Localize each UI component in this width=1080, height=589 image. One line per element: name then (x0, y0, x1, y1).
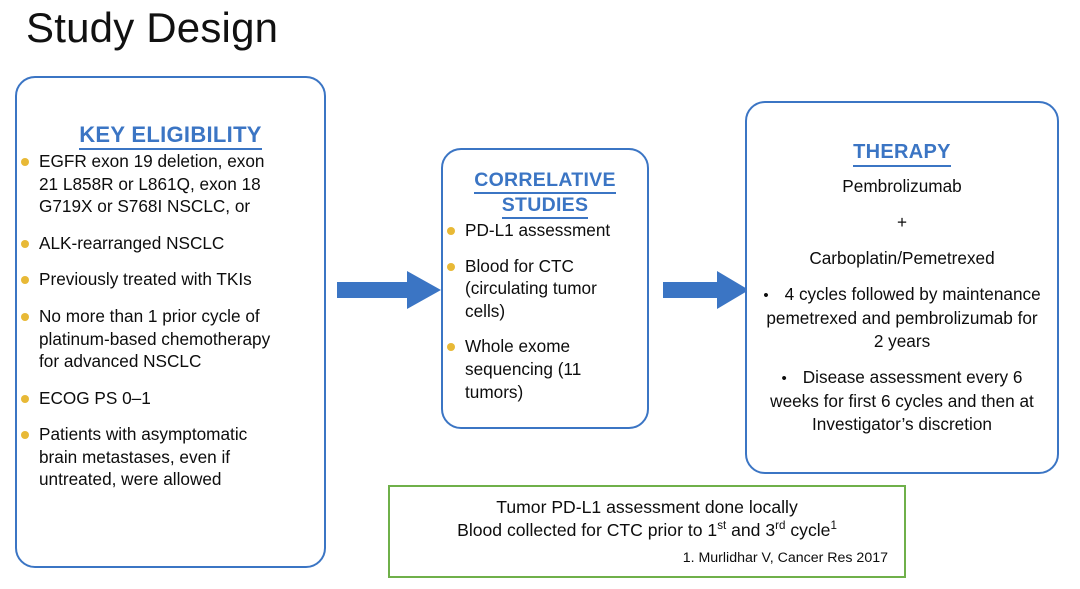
list-item: EGFR exon 19 deletion, exon 21 L858R or … (17, 150, 285, 218)
footnote-line-2-part-2: and 3 (726, 520, 776, 540)
footnote-line-2-part-1: Blood collected for CTC prior to 1 (457, 520, 718, 540)
therapy-point-1-text: 4 cycles followed by maintenance pemetre… (766, 283, 1041, 351)
therapy-plus-sign: + (896, 211, 908, 232)
list-item: ALK-rearranged NSCLC (17, 232, 285, 255)
correlative-studies-heading-line-1: CORRELATIVE (474, 169, 616, 194)
list-item: ECOG PS 0–1 (17, 387, 285, 410)
therapy-point-2-text: Disease assessment every 6 weeks for fir… (770, 366, 1034, 434)
key-eligibility-heading: KEY ELIGIBILITY (17, 122, 324, 150)
correlative-studies-panel: CORRELATIVE STUDIES PD-L1 assessment Blo… (441, 148, 649, 429)
therapy-drug-2: Carboplatin/Pemetrexed (809, 247, 995, 268)
footnote-ordinal-1st: st (717, 519, 727, 533)
therapy-body: Pembrolizumab + Carboplatin/Pemetrexed •… (761, 175, 1043, 436)
therapy-drug-1: Pembrolizumab (842, 175, 962, 196)
bullet-icon: • (781, 369, 787, 387)
list-item: PD-L1 assessment (443, 219, 621, 242)
therapy-heading: THERAPY (747, 141, 1057, 167)
therapy-panel: THERAPY Pembrolizumab + Carboplatin/Peme… (745, 101, 1059, 474)
footnote-line-2-part-3: cycle (785, 520, 831, 540)
key-eligibility-panel: KEY ELIGIBILITY EGFR exon 19 deletion, e… (15, 76, 326, 568)
list-item: Previously treated with TKIs (17, 268, 285, 291)
footnote-line-2: Blood collected for CTC prior to 1st and… (390, 519, 904, 542)
list-item: Whole exome sequencing (11 tumors) (443, 335, 621, 403)
footnote-ordinal-3rd: rd (775, 519, 786, 533)
bullet-icon: • (763, 286, 769, 304)
footnote-citation: 1. Murlidhar V, Cancer Res 2017 (682, 550, 888, 566)
arrow-right-icon-correlative-to-therapy (663, 268, 749, 312)
key-eligibility-heading-text: KEY ELIGIBILITY (79, 122, 262, 150)
key-eligibility-list: EGFR exon 19 deletion, exon 21 L858R or … (17, 150, 285, 491)
footnote-line-1: Tumor PD-L1 assessment done locally (496, 497, 798, 517)
footnote-reference-marker: 1 (830, 519, 837, 533)
therapy-heading-text: THERAPY (853, 141, 951, 167)
correlative-studies-list: PD-L1 assessment Blood for CTC (circulat… (443, 219, 621, 403)
page-title: Study Design (26, 4, 279, 51)
footnote-panel: Tumor PD-L1 assessment done locally Bloo… (388, 485, 906, 578)
list-item: Patients with asymptomatic brain metasta… (17, 423, 285, 491)
correlative-studies-heading-line-2: STUDIES (501, 194, 589, 219)
therapy-point-1: •4 cycles followed by maintenance pemetr… (761, 283, 1043, 353)
correlative-studies-heading: CORRELATIVE STUDIES (443, 169, 647, 219)
arrow-right-icon-eligibility-to-correlative (337, 268, 441, 312)
list-item: Blood for CTC (circulating tumor cells) (443, 255, 621, 323)
therapy-point-2: •Disease assessment every 6 weeks for fi… (761, 366, 1043, 436)
list-item: No more than 1 prior cycle of platinum-b… (17, 305, 285, 373)
